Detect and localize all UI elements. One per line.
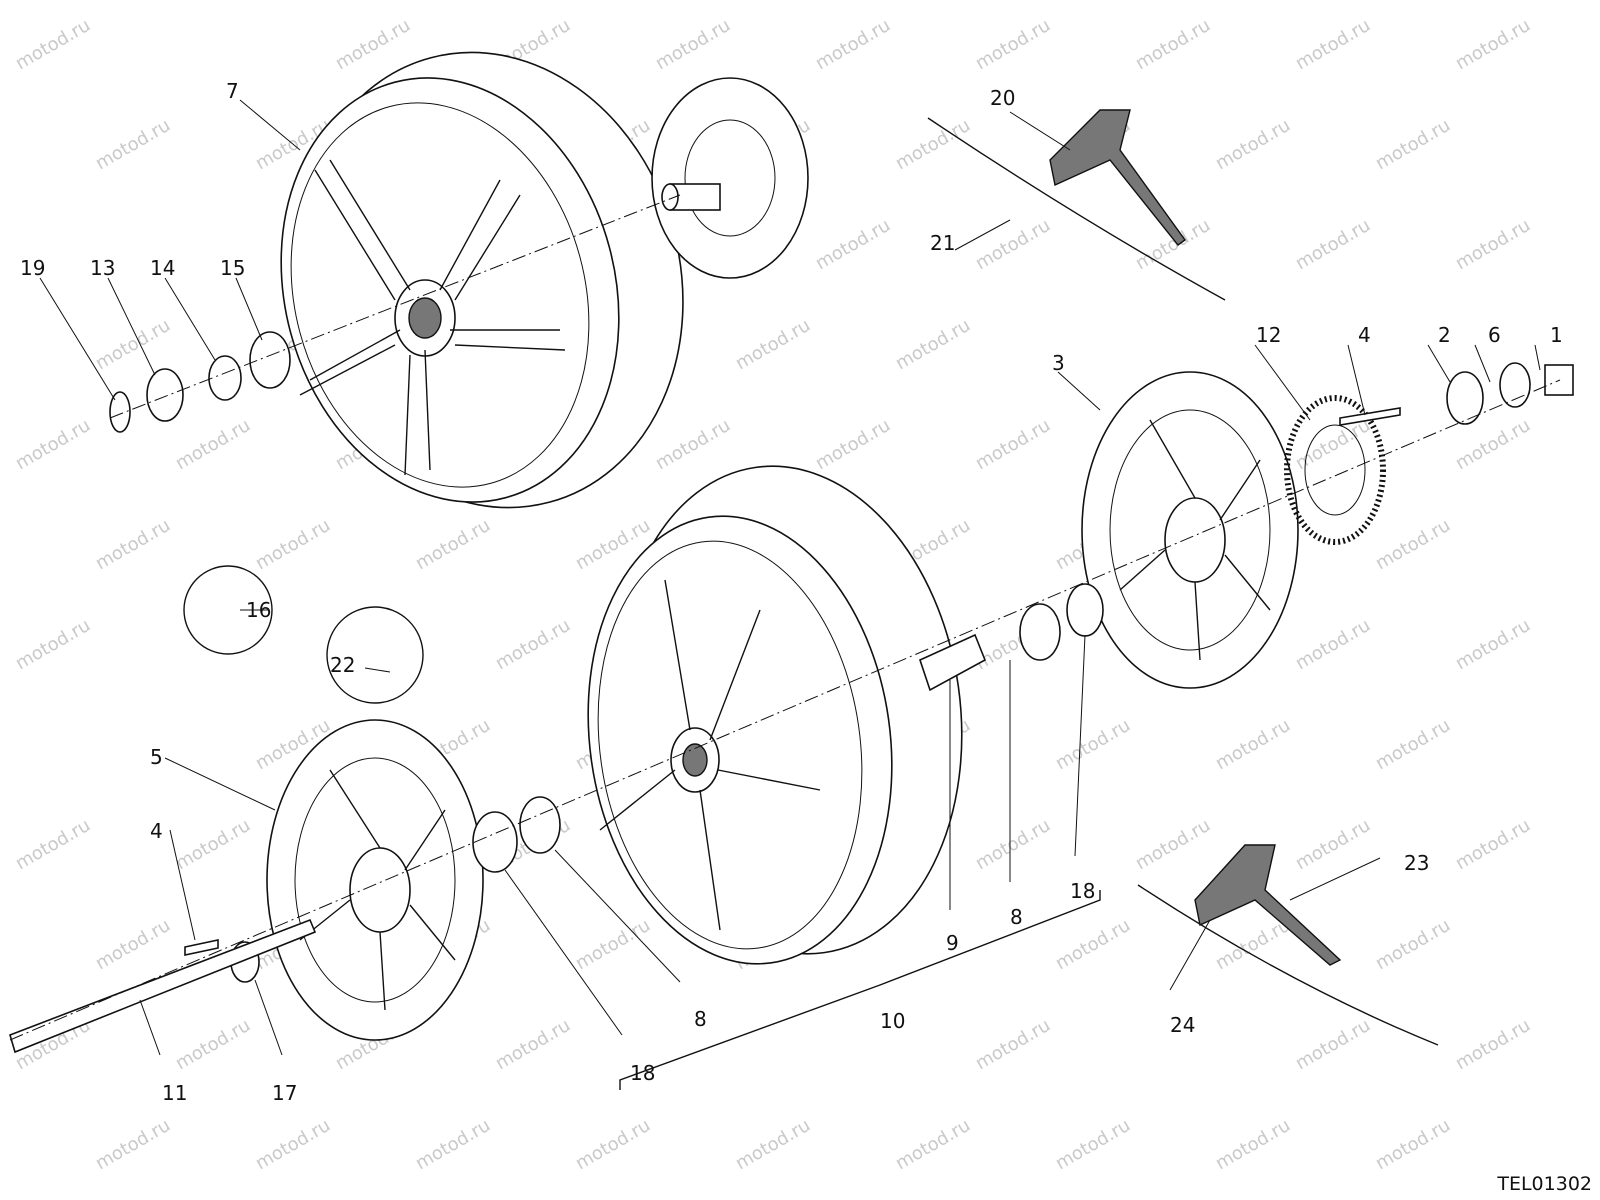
rear-wheel bbox=[280, 51, 684, 509]
callout-21: 21 bbox=[930, 231, 955, 255]
front-axis-line bbox=[9, 379, 1561, 1041]
callout-4-front: 4 bbox=[150, 819, 163, 843]
rear-axis-line bbox=[109, 194, 681, 419]
callout-23: 23 bbox=[1404, 851, 1429, 875]
callout-15: 15 bbox=[220, 256, 245, 280]
callout-6: 6 bbox=[1488, 323, 1501, 347]
callout-12: 12 bbox=[1256, 323, 1281, 347]
callout-5: 5 bbox=[150, 745, 163, 769]
tone-wheel bbox=[1284, 395, 1386, 545]
callout-4: 4 bbox=[1358, 323, 1371, 347]
leader-lines bbox=[39, 99, 1541, 1090]
callout-24: 24 bbox=[1170, 1013, 1195, 1037]
callout-8-right: 8 bbox=[1010, 905, 1023, 929]
callout-labels: 7 19 13 14 15 20 21 3 12 4 2 6 1 16 22 5… bbox=[20, 79, 1592, 1195]
callout-10: 10 bbox=[880, 1009, 905, 1033]
callout-18-right: 18 bbox=[1070, 879, 1095, 903]
callout-18: 18 bbox=[630, 1061, 655, 1085]
callout-8: 8 bbox=[694, 1007, 707, 1031]
front-brake-disc-left bbox=[266, 719, 484, 1041]
callout-11: 11 bbox=[162, 1081, 187, 1105]
callout-1: 1 bbox=[1550, 323, 1563, 347]
front-wheel bbox=[587, 465, 963, 965]
callout-16: 16 bbox=[246, 598, 271, 622]
drawing-code: TEL01302 bbox=[1496, 1173, 1592, 1195]
callout-17: 17 bbox=[272, 1081, 297, 1105]
front-brake-disc-right bbox=[1081, 371, 1299, 689]
callout-2: 2 bbox=[1438, 323, 1451, 347]
small-parts bbox=[9, 109, 1574, 1054]
callout-14: 14 bbox=[150, 256, 175, 280]
callout-7: 7 bbox=[226, 79, 239, 103]
callout-13: 13 bbox=[90, 256, 115, 280]
callout-19: 19 bbox=[20, 256, 45, 280]
callout-20: 20 bbox=[990, 86, 1015, 110]
callout-9: 9 bbox=[946, 931, 959, 955]
rear-sprocket-disc bbox=[651, 77, 809, 279]
callout-22: 22 bbox=[330, 653, 355, 677]
callout-3: 3 bbox=[1052, 351, 1065, 375]
